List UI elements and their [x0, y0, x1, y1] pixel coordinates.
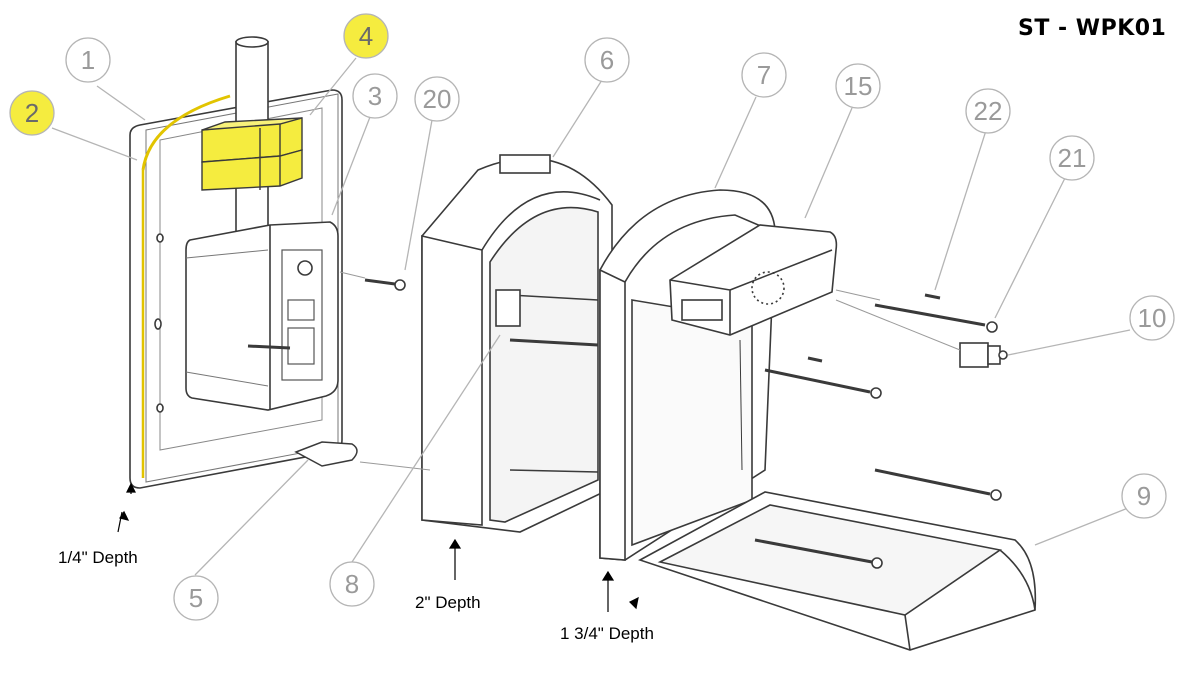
part-6-frame [421, 154, 613, 533]
callout-circle [65, 37, 111, 83]
depth-label-one-three-quarter: 1 3/4" Depth [560, 624, 654, 643]
callout-9: 9 [1121, 473, 1167, 519]
callout-number: 8 [345, 569, 359, 599]
alignment-lines [339, 271, 961, 471]
callout-number: 2 [25, 98, 39, 128]
part-15-insert [669, 224, 838, 336]
callout-circle [965, 88, 1011, 134]
part-3-outlet-box [185, 221, 339, 411]
callout-number: 6 [600, 45, 614, 75]
callout-22: 22 [965, 88, 1011, 134]
callout-number: 22 [974, 96, 1003, 126]
callout-bubbles: 1 2 3 4 5 6 7 8 9 10 15 20 21 22 [9, 13, 1175, 621]
screws [364, 278, 1002, 569]
callout-6: 6 [584, 37, 630, 83]
callout-circle [9, 90, 55, 136]
callout-number: 10 [1138, 303, 1167, 333]
callout-5: 5 [173, 575, 219, 621]
callout-number: 4 [359, 21, 373, 51]
depth-label-quarter: 1/4" Depth [58, 548, 138, 567]
callout-circle [835, 63, 881, 109]
callout-20: 20 [414, 76, 460, 122]
callout-circle [741, 52, 787, 98]
callout-15: 15 [835, 63, 881, 109]
callout-number: 5 [189, 583, 203, 613]
callout-circle [173, 575, 219, 621]
callout-number: 1 [81, 45, 95, 75]
callout-2: 2 [9, 90, 55, 136]
callout-21: 21 [1049, 135, 1095, 181]
callout-8: 8 [329, 561, 375, 607]
callout-7: 7 [741, 52, 787, 98]
callout-10: 10 [1129, 295, 1175, 341]
callout-4: 4 [343, 13, 389, 59]
callout-number: 9 [1137, 481, 1151, 511]
callout-number: 3 [368, 81, 382, 111]
callout-leaders [51, 57, 1131, 576]
callout-number: 15 [844, 71, 873, 101]
callout-circle [584, 37, 630, 83]
callout-1: 1 [65, 37, 111, 83]
callout-circle [343, 13, 389, 59]
callout-circle [329, 561, 375, 607]
callout-circle [1121, 473, 1167, 519]
callout-3: 3 [352, 73, 398, 119]
part-9-tray [638, 491, 1037, 651]
diagram-title: ST - WPK01 [1018, 16, 1167, 41]
callout-circle [1049, 135, 1095, 181]
part-4-foam-blocks [201, 117, 303, 191]
part-10-plug [959, 342, 1008, 368]
callout-number: 21 [1058, 143, 1087, 173]
callout-number: 7 [757, 60, 771, 90]
depth-label-two: 2" Depth [415, 593, 481, 612]
part-5-cap [294, 441, 358, 467]
depth-arrows [117, 482, 639, 612]
callout-number: 20 [423, 84, 452, 114]
callout-circle [352, 73, 398, 119]
callout-circle [1129, 295, 1175, 341]
callout-circle [414, 76, 460, 122]
